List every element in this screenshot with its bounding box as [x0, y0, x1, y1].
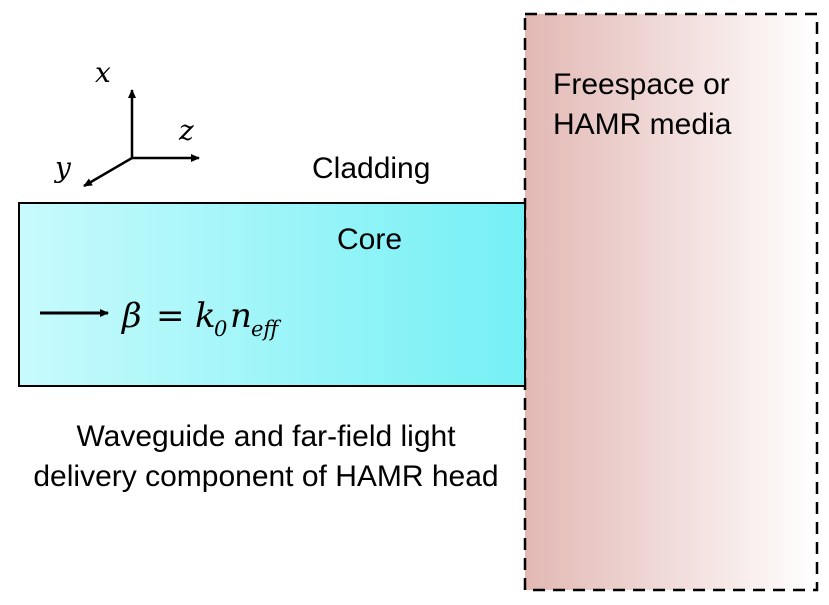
z-axis-label: z [178, 114, 194, 147]
propagation-equation: β = k 0 n eff [120, 296, 281, 341]
media-region-fill [525, 14, 817, 590]
equation-n-subscript: eff [251, 317, 281, 341]
media-label-line1: Freespace or [553, 68, 730, 101]
media-label-line2: HAMR media [553, 108, 732, 141]
x-axis-label: x [95, 56, 111, 89]
cladding-label: Cladding [312, 152, 430, 185]
equation-n: n [230, 296, 252, 336]
equation-k: k [195, 296, 216, 336]
core-waveguide [18, 202, 526, 387]
equation-k-subscript: 0 [214, 317, 227, 341]
equation-equals: = [156, 296, 185, 336]
caption-line1: Waveguide and far-field light [76, 420, 456, 453]
coordinate-axes: x z y [53, 56, 200, 188]
y-axis-arrow [83, 156, 133, 188]
core-label: Core [337, 223, 402, 256]
caption-line2: delivery component of HAMR head [33, 460, 498, 493]
equation-beta: β [120, 296, 142, 336]
y-axis-label: y [53, 151, 72, 184]
